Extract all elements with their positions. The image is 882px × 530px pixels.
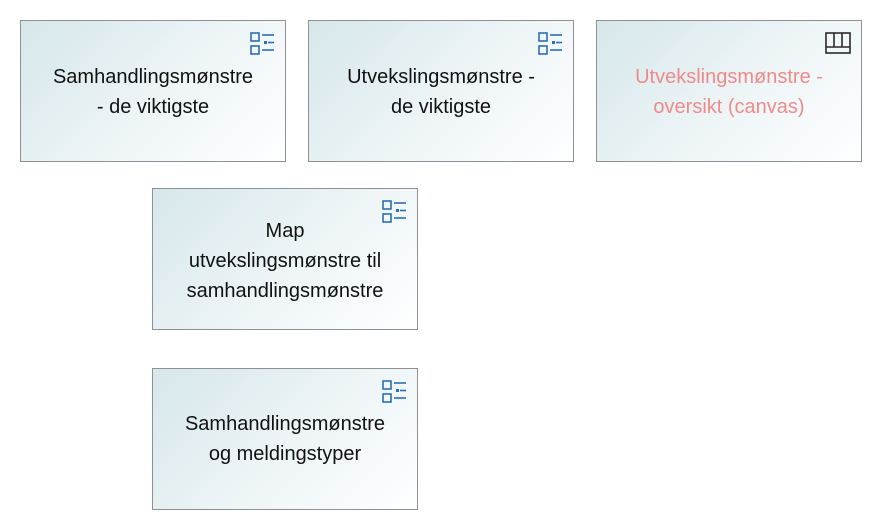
view-node-label: Samhandlingsmønstre og meldingstyper	[184, 413, 386, 465]
view-node-label: Samhandlingsmønstre - de viktigste	[52, 66, 254, 118]
list-view-icon	[538, 32, 562, 55]
list-view-icon	[382, 380, 406, 403]
view-node-label: Utvekslingsmønstre - de viktigste	[347, 66, 535, 118]
view-node-utvekslingsmonstre-viktigste[interactable]: Utvekslingsmønstre - de viktigste	[308, 20, 574, 162]
view-node-utvekslingsmonstre-oversikt-canvas[interactable]: Utvekslingsmønstre - oversikt (canvas)	[596, 20, 862, 162]
list-view-icon	[382, 200, 406, 223]
view-node-label: Map utvekslingsmønstre til samhandlingsm…	[186, 220, 384, 302]
view-node-samhandlingsmonstre-meldingstyper[interactable]: Samhandlingsmønstre og meldingstyper	[152, 368, 418, 510]
view-node-samhandlingsmonstre-viktigste[interactable]: Samhandlingsmønstre - de viktigste	[20, 20, 286, 162]
view-node-label: Utvekslingsmønstre - oversikt (canvas)	[635, 66, 823, 118]
view-node-map-utvekslingsmonstre[interactable]: Map utvekslingsmønstre til samhandlingsm…	[152, 188, 418, 330]
canvas-view-icon	[825, 32, 851, 54]
list-view-icon	[250, 32, 274, 55]
